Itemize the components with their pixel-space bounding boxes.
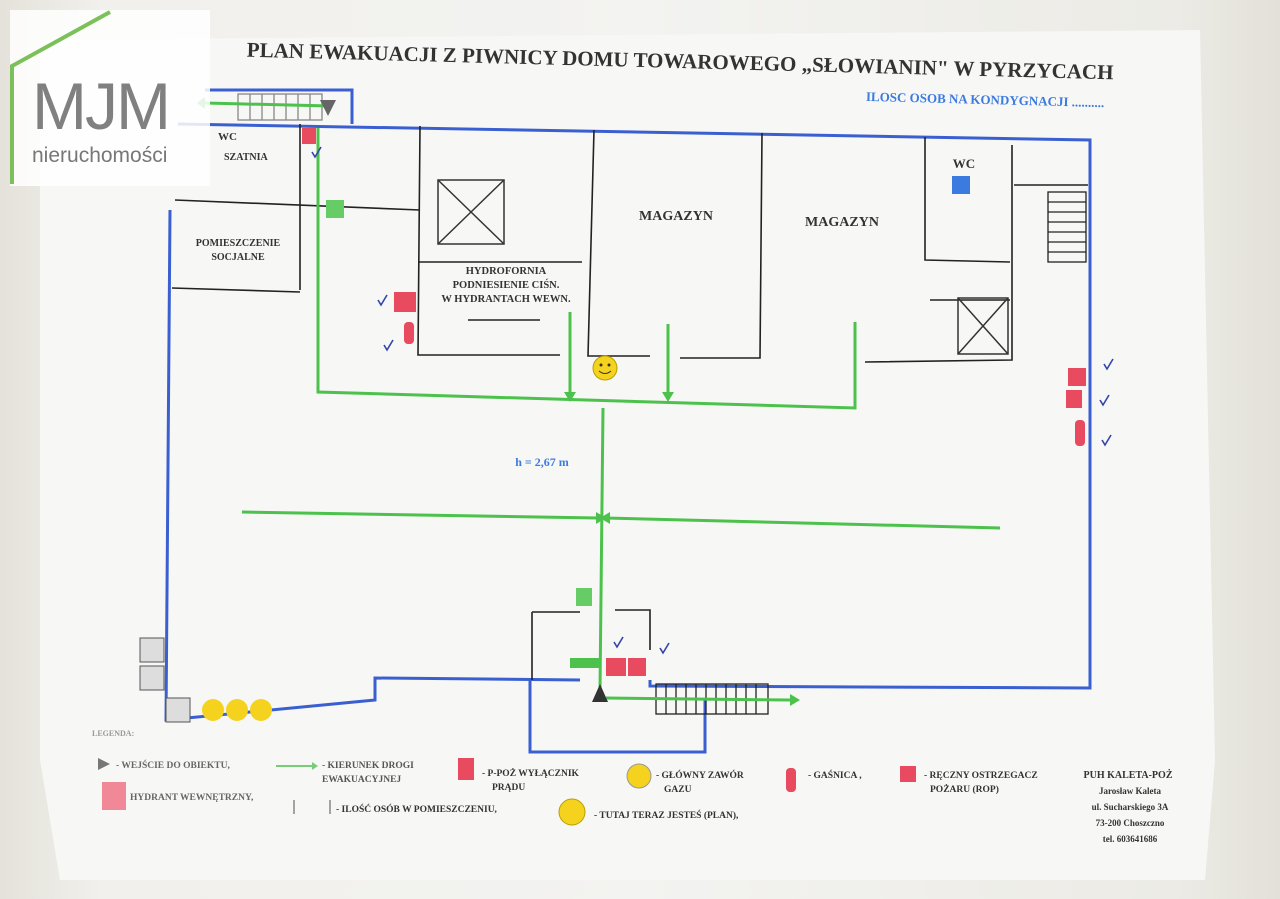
legend-persons: - ILOŚĆ OSÓB W POMIESZCZENIU, — [336, 803, 498, 815]
legend-alarm-2: POŻARU (ROP) — [930, 783, 999, 795]
gas-valve-legend-icon — [626, 763, 652, 789]
paper-sheet — [40, 30, 1215, 880]
exit-sign-icon — [326, 200, 344, 218]
room-labels: WC SZATNIA POMIESZCZENIE SOCJALNE MAGAZY… — [196, 131, 975, 305]
interior-walls — [171, 124, 1088, 680]
legend-route-2: EWAKUACYJNEJ — [322, 775, 401, 785]
legend-entrance: - WEJŚCIE DO OBIEKTU, — [116, 759, 230, 771]
room-label-socjalne: POMIESZCZENIE — [196, 238, 281, 249]
accessible-wc-icon — [952, 176, 970, 194]
legend-here: - TUTAJ TERAZ JESTEŚ (PLAN), — [594, 809, 739, 821]
fire-alarm-legend-icon — [900, 766, 916, 782]
extinguisher-legend-icon — [786, 768, 796, 792]
room-label-szatnia: SZATNIA — [224, 152, 268, 163]
fire-alarm-icon — [1068, 368, 1086, 386]
gas-valves — [139, 637, 272, 723]
extinguisher-icon — [1075, 420, 1085, 446]
room-label-wc: WC — [218, 131, 237, 143]
handwritten-checkmarks — [311, 146, 1114, 655]
hydrant-legend-icon — [102, 782, 126, 810]
fire-alarm-icon — [628, 658, 646, 676]
hydrant-icon — [394, 292, 416, 312]
persons-legend-icon — [293, 800, 331, 814]
power-switch-icon — [1066, 390, 1082, 408]
elevator-shaft — [437, 179, 1009, 355]
entrance-icon — [320, 100, 336, 116]
legend-gas-2: GAZU — [664, 785, 692, 795]
company-city: 73-200 Choszczno — [1096, 818, 1165, 828]
exit-sign-icon — [576, 588, 592, 606]
room-label-magazyn: MAGAZYN — [639, 209, 713, 224]
power-switch-icon — [606, 658, 626, 676]
room-label-hydrofornia: HYDROFORNIA — [466, 266, 547, 277]
exit-sign-icon — [570, 658, 600, 668]
ceiling-height-label: h = 2,67 m — [515, 455, 569, 469]
route-legend-icon — [312, 762, 318, 770]
company-info: PUH KALETA-POŻ Jarosław Kaleta ul. Sucha… — [1084, 769, 1173, 844]
you-are-here-legend-icon — [558, 798, 586, 826]
room-label-socjalne-2: SOCJALNE — [211, 252, 265, 263]
room-label-magazyn-2: MAGAZYN — [805, 215, 879, 230]
power-switch-legend-icon — [458, 758, 474, 780]
legend-hydrant: HYDRANT WEWNĘTRZNY, — [130, 793, 254, 803]
legend-switch-2: PRĄDU — [492, 783, 525, 793]
room-label-wc-right: WC — [953, 156, 975, 171]
outer-walls — [164, 88, 1092, 754]
company-person: Jarosław Kaleta — [1099, 786, 1162, 796]
room-label-hydrofornia-3: W HYDRANTACH WEWN. — [441, 294, 571, 305]
company-phone: tel. 603641686 — [1103, 834, 1158, 844]
room-label-hydrofornia-2: PODNIESIENIE CIŚN. — [453, 279, 560, 291]
fire-equipment — [302, 128, 1086, 676]
logo-subtitle: nieruchomości — [32, 144, 168, 167]
extinguisher-icon — [404, 322, 414, 344]
fire-alarm-icon — [302, 128, 316, 144]
logo-brand: MJM — [32, 69, 171, 143]
company-name: PUH KALETA-POŻ — [1084, 769, 1173, 781]
occupancy-note: ILOSC OSOB NA KONDYGNACJI .......... — [866, 89, 1105, 110]
you-are-here-icon — [592, 355, 618, 381]
legend-extinguisher: - GAŚNICA , — [808, 769, 862, 781]
entrance-legend-icon — [98, 758, 110, 770]
legend-gas: - GŁÓWNY ZAWÓR — [656, 769, 744, 781]
legend-alarm: - RĘCZNY OSTRZEGACZ — [924, 771, 1038, 781]
entrance-icon — [592, 684, 608, 702]
watermark-logo: MJM nieruchomości — [10, 10, 210, 186]
legend-switch: - P-POŻ WYŁĄCZNIK — [482, 767, 580, 779]
legend: LEGENDA: - WEJŚCIE DO OBIEKTU, - KIERUNE… — [92, 729, 1038, 826]
company-street: ul. Sucharskiego 3A — [1092, 802, 1169, 812]
evacuation-routes — [204, 101, 1001, 702]
legend-route: - KIERUNEK DROGI — [322, 761, 414, 771]
legend-heading: LEGENDA: — [92, 729, 134, 738]
